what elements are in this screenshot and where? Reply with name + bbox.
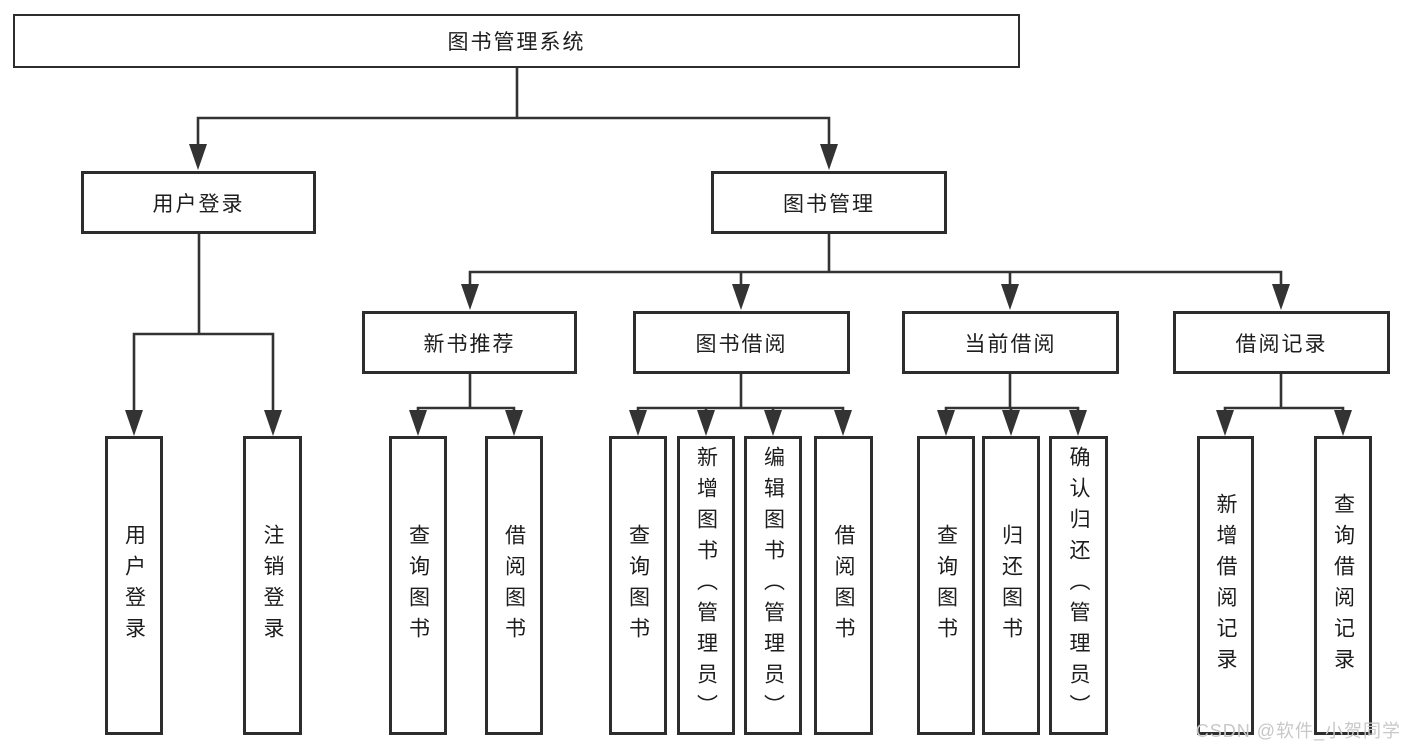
leaf-borrow-query-books: 查询图书 [609,436,667,735]
arrowhead-icon [1272,284,1290,310]
arrowhead-icon [764,410,782,436]
connector-borrowing-records-to-leaves [1216,372,1352,436]
node-label: 当前借阅 [964,332,1057,356]
arrowhead-icon [125,410,143,436]
arrowhead-icon [732,284,750,310]
node-label: 用户登录 [152,192,245,216]
node-current-borrowing: 当前借阅 [902,311,1119,374]
arrowhead-icon [1001,284,1019,310]
leaf-current-confirm-return-admin: 确认归还（管理员） [1049,436,1108,735]
leaf-label: 借阅图书 [832,523,855,648]
leaf-borrow-add-book-admin: 新增图书（管理员） [677,436,735,735]
leaf-label: 借阅图书 [502,523,526,648]
connector-root-to-level2 [189,66,838,170]
leaf-records-add-borrow-record: 新增借阅记录 [1197,436,1254,735]
leaf-label: 注销登录 [261,523,284,648]
leaf-current-query-books: 查询图书 [917,436,975,735]
leaf-label: 归还图书 [999,523,1023,648]
connector-current-borrowing-to-leaves [937,372,1087,436]
leaf-label: 查询图书 [626,523,650,648]
connector-user-login-to-leaves [125,232,282,436]
arrowhead-icon [697,410,715,436]
arrowhead-icon [820,144,838,170]
leaf-logout: 注销登录 [243,436,302,735]
watermark: CSDN @软件_小贺同学 [1195,721,1401,741]
leaf-label: 新增借阅记录 [1214,492,1237,679]
arrowhead-icon [937,410,955,436]
arrowhead-icon [1334,410,1352,436]
leaf-label: 查询借阅记录 [1331,492,1355,679]
arrowhead-icon [834,410,852,436]
arrowhead-icon [264,410,282,436]
arrowhead-icon [189,144,207,170]
node-book-management: 图书管理 [711,171,947,234]
node-borrowing-records: 借阅记录 [1173,311,1390,374]
leaf-label: 新增图书（管理员） [694,446,718,725]
leaf-records-query-borrow-record: 查询借阅记录 [1314,436,1372,735]
leaf-rec-borrow-books: 借阅图书 [485,436,543,735]
node-label: 借阅记录 [1235,332,1328,356]
connector-book-management-to-level3 [461,232,1290,310]
node-label: 图书管理 [783,192,875,216]
arrowhead-icon [629,410,647,436]
arrowhead-icon [505,410,523,436]
arrowhead-icon [1002,410,1020,436]
node-label: 图书管理系统 [447,31,586,54]
leaf-rec-query-books: 查询图书 [389,436,447,735]
connector-book-borrowing-to-leaves [629,372,852,436]
leaf-borrow-borrow-books: 借阅图书 [814,436,873,735]
node-library-management-system: 图书管理系统 [13,14,1020,68]
connector-new-book-to-leaves [409,372,523,436]
node-label: 图书借阅 [695,332,788,356]
arrowhead-icon [461,284,479,310]
leaf-label: 查询图书 [406,523,430,648]
leaf-user-login: 用户登录 [105,436,163,735]
node-book-borrowing: 图书借阅 [633,311,850,374]
node-new-book-recommendation: 新书推荐 [362,311,577,374]
leaf-label: 用户登录 [122,523,146,648]
leaf-current-return-books: 归还图书 [982,436,1040,735]
node-user-login: 用户登录 [81,171,316,234]
arrowhead-icon [1216,410,1234,436]
leaf-label: 查询图书 [934,523,958,648]
arrowhead-icon [1069,410,1087,436]
leaf-borrow-edit-book-admin: 编辑图书（管理员） [744,436,802,735]
arrowhead-icon [409,410,427,436]
leaf-label: 确认归还（管理员） [1067,446,1090,725]
leaf-label: 编辑图书（管理员） [761,446,785,725]
node-label: 新书推荐 [423,332,516,356]
